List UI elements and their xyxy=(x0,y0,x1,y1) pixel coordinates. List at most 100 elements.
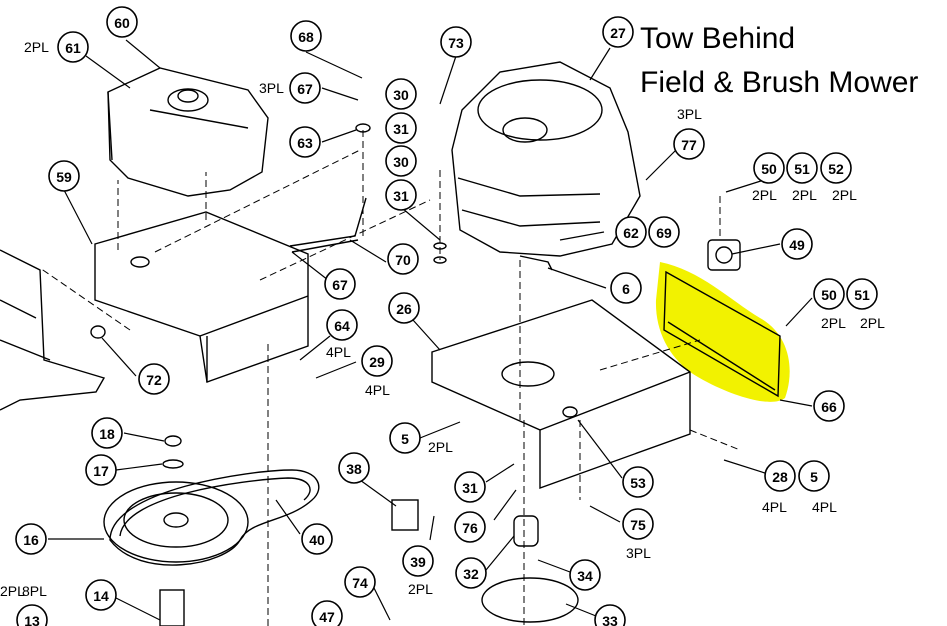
title-line-2: Field & Brush Mower xyxy=(640,66,919,99)
callout-number: 14 xyxy=(93,588,109,604)
qty-label: 2PL xyxy=(821,315,846,331)
pulley xyxy=(103,481,249,563)
part-callout-49: 49 xyxy=(781,228,813,260)
callout-number: 69 xyxy=(656,225,672,241)
callout-number: 53 xyxy=(630,475,646,491)
callout-circle xyxy=(388,292,420,324)
callout-number: 77 xyxy=(681,137,697,153)
qty-label: 3PL xyxy=(626,545,651,561)
part-callout-31: 31 xyxy=(385,112,417,144)
part-callout-32: 32 xyxy=(455,557,487,589)
callout-number: 34 xyxy=(577,568,593,584)
part-callout-75: 75 xyxy=(622,508,654,540)
callout-circle xyxy=(753,152,785,184)
part-callout-31: 31 xyxy=(454,471,486,503)
callout-number: 28 xyxy=(772,469,788,485)
part-callout-53: 53 xyxy=(622,466,654,498)
callout-number: 51 xyxy=(794,161,810,177)
callout-number: 61 xyxy=(65,40,81,56)
part-callout-27: 27 xyxy=(602,16,634,48)
part-callout-13: 13 xyxy=(16,604,48,626)
part-callout-50: 50 xyxy=(813,278,845,310)
callout-circle xyxy=(324,268,356,300)
part-callout-74: 74 xyxy=(344,566,376,598)
callout-number: 52 xyxy=(828,161,844,177)
qty-label: 2PL xyxy=(752,187,777,203)
callout-number: 26 xyxy=(396,301,412,317)
callout-number: 33 xyxy=(602,613,618,626)
callout-circle xyxy=(798,460,830,492)
callout-circle xyxy=(454,511,486,543)
callout-circle xyxy=(455,557,487,589)
part-callout-72: 72 xyxy=(138,363,170,395)
callout-circle xyxy=(311,600,343,626)
callout-number: 47 xyxy=(319,609,335,625)
callout-circle xyxy=(15,523,47,555)
callout-number: 6 xyxy=(622,281,630,297)
part-callout-64: 64 xyxy=(326,309,358,341)
drive-belt xyxy=(109,469,320,566)
callout-circle xyxy=(16,604,48,626)
part-callout-40: 40 xyxy=(301,523,333,555)
callout-number: 70 xyxy=(395,252,411,268)
callout-number: 75 xyxy=(630,517,646,533)
part-callout-34: 34 xyxy=(569,559,601,591)
callout-number: 59 xyxy=(56,169,72,185)
callout-number: 16 xyxy=(23,532,39,548)
callout-circle xyxy=(385,145,417,177)
part-callout-73: 73 xyxy=(440,26,472,58)
part-callout-28: 28 xyxy=(764,460,796,492)
part-callout-52: 52 xyxy=(820,152,852,184)
part-callout-76: 76 xyxy=(454,511,486,543)
callout-number: 62 xyxy=(623,225,639,241)
callout-circle xyxy=(594,604,626,626)
part-callout-70: 70 xyxy=(387,243,419,275)
callout-number: 67 xyxy=(297,81,313,97)
callout-circle xyxy=(440,26,472,58)
part-callout-67: 67 xyxy=(324,268,356,300)
callout-number: 68 xyxy=(298,29,314,45)
part-callout-30: 30 xyxy=(385,78,417,110)
callout-number: 17 xyxy=(93,463,109,479)
callout-number: 74 xyxy=(352,575,368,591)
callout-number: 67 xyxy=(332,277,348,293)
callout-number: 31 xyxy=(393,121,409,137)
callout-circle xyxy=(846,278,878,310)
qty-label: 2PL xyxy=(408,581,433,597)
shield-plate xyxy=(663,270,781,398)
callout-number: 38 xyxy=(346,461,362,477)
callout-number: 51 xyxy=(854,287,870,303)
part-callout-51: 51 xyxy=(846,278,878,310)
callout-number: 27 xyxy=(610,25,626,41)
qty-label: 2PL xyxy=(428,439,453,455)
callout-number: 18 xyxy=(99,426,115,442)
callout-number: 30 xyxy=(393,87,409,103)
callout-circle xyxy=(389,422,421,454)
part-callout-14: 14 xyxy=(85,579,117,611)
part-callout-38: 38 xyxy=(338,452,370,484)
callout-number: 31 xyxy=(462,480,478,496)
qty-label: 8PL xyxy=(22,583,47,599)
part-callout-77: 77 xyxy=(673,128,705,160)
fuel-pump xyxy=(707,239,741,271)
part-callout-67: 67 xyxy=(289,72,321,104)
callout-circle xyxy=(85,454,117,486)
part-callout-6: 6 xyxy=(610,272,642,304)
part-callout-39: 39 xyxy=(402,545,434,577)
callout-circle xyxy=(106,6,138,38)
callout-circle xyxy=(569,559,601,591)
callout-circle xyxy=(454,471,486,503)
part-callout-26: 26 xyxy=(388,292,420,324)
callout-number: 49 xyxy=(789,237,805,253)
deck-panel-left xyxy=(0,249,106,411)
callout-circle xyxy=(289,126,321,158)
callout-number: 39 xyxy=(410,554,426,570)
leader-lines xyxy=(48,39,813,621)
callout-number: 5 xyxy=(401,431,409,447)
callout-circle xyxy=(344,566,376,598)
callout-number: 64 xyxy=(334,318,350,334)
qty-label: 2PL xyxy=(0,583,25,599)
engine xyxy=(451,61,641,271)
